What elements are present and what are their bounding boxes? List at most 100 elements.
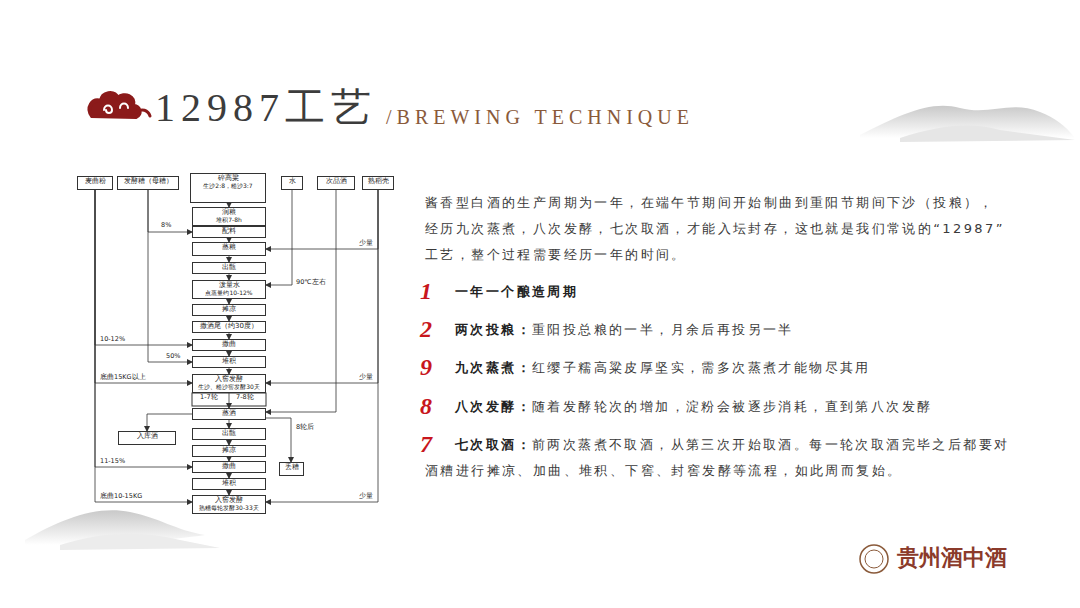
box-label: 撒曲: [195, 463, 263, 471]
round-label: 7-8轮: [236, 394, 254, 401]
process-box: 水: [281, 176, 303, 190]
flow-arrow: [95, 190, 192, 502]
box-note: 点蒸量约10-12%: [195, 290, 263, 297]
box-label: 麦曲粉: [80, 178, 110, 186]
callout-number: 1: [420, 278, 432, 304]
box-label: 入窖发酵: [195, 497, 263, 505]
item-body: 随着发酵轮次的增加，淀粉会被逐步消耗，直到第八次发酵: [532, 399, 932, 414]
process-box: 丢糟: [279, 462, 304, 476]
flow-arrow: [148, 190, 192, 232]
item-row: 一年一个酿造周期: [455, 279, 578, 305]
process-box: 入窖发酵生沙、糙沙窖发酵30天: [192, 374, 266, 393]
box-label: 堆积: [195, 480, 263, 488]
item-row: 九次蒸煮：红缨子糯高粱皮厚坚实，需多次蒸煮才能物尽其用: [455, 355, 871, 381]
process-box: 碎高粱生沙2:8，糙沙3:7: [190, 173, 266, 203]
box-note: 堆积7-8h: [195, 217, 263, 224]
edge-label: 8%: [160, 222, 172, 229]
process-box: 熟稻壳: [362, 176, 394, 190]
item-body: 红缨子糯高粱皮厚坚实，需多次蒸煮才能物尽其用: [532, 360, 871, 375]
item-heading: 八次发酵：: [455, 399, 532, 414]
flow-arrow: [148, 190, 192, 362]
edge-label: 90℃左右: [295, 279, 327, 286]
process-box: 撒曲: [192, 339, 266, 351]
process-box: 撒曲: [192, 461, 266, 473]
item-heading: 一年一个酿造周期: [455, 284, 578, 299]
flow-arrow: [266, 190, 378, 383]
flow-arrow: [266, 190, 292, 285]
box-label: 发酵糟（母糟）: [120, 178, 176, 186]
brand-logo: 贵州酒中酒: [897, 543, 1007, 573]
process-box: 蒸粮: [192, 242, 266, 256]
box-note: 生沙2:8，糙沙3:7: [193, 183, 263, 190]
box-label: 熟稻壳: [365, 178, 391, 186]
edge-label: 8轮后: [295, 424, 315, 431]
title: 12987工艺: [155, 80, 377, 135]
logo-circle: [865, 550, 883, 568]
process-box: 入库酒: [118, 431, 176, 445]
box-label: 泼量水: [195, 282, 263, 290]
process-box: 发酵糟（母糟）: [117, 176, 179, 190]
edge-label: 少量: [358, 240, 374, 247]
callout-number: 2: [420, 316, 432, 342]
cloud-icon: [90, 93, 150, 117]
flow-arrow: [147, 414, 192, 431]
flow-arrow: [95, 190, 192, 467]
edge-label: 10-12%: [99, 336, 126, 343]
mountain: [900, 126, 1075, 142]
box-label: 撒曲: [195, 341, 263, 349]
box-label: 蒸粮: [195, 244, 263, 252]
edge-label: 11-15%: [99, 458, 126, 465]
flow-arrow: [266, 190, 378, 249]
process-box: 泼量水点蒸量约10-12%: [192, 280, 266, 299]
item-heading: 七次取酒：: [455, 437, 532, 452]
callout-number: 7: [420, 431, 432, 457]
process-box: 堆积: [192, 478, 266, 490]
box-label: 摊凉: [195, 447, 263, 455]
flow-arrow: [229, 393, 230, 408]
flow-arrow: [95, 190, 192, 345]
process-box: 摊凉: [192, 445, 266, 457]
flow-arrow: [266, 418, 291, 462]
process-box: 润粮堆积7-8h: [192, 207, 266, 226]
process-box: 出甑: [192, 262, 266, 274]
box-label: 入窖发酵: [195, 376, 263, 384]
paragraph: 酱香型白酒的生产周期为一年，在端午节期间开始制曲到重阳节期间下沙（投粮），经历九…: [425, 190, 1010, 268]
process-box: 配料: [192, 226, 266, 238]
box-label: 次品酒: [320, 178, 352, 186]
logo-circle: [860, 545, 888, 573]
box-label: 配料: [195, 228, 263, 236]
box-label: 水: [284, 178, 300, 186]
process-box: 入窖发酵熟糟每轮发酵30-33天: [192, 495, 266, 514]
box-label: 丢糟: [282, 464, 301, 472]
mountain: [60, 534, 220, 550]
process-box: 蒸酒: [192, 408, 266, 420]
box-label: 润粮: [195, 209, 263, 217]
box-label: 碎高粱: [193, 175, 263, 183]
item-body: 重阳投总粮的一半，月余后再投另一半: [532, 322, 794, 337]
box-note: 生沙、糙沙窖发酵30天: [195, 384, 263, 391]
edge-label: 底曲15KG以上: [99, 374, 147, 381]
box-label: 出甑: [195, 264, 263, 272]
edge-label: 50%: [165, 353, 181, 360]
process-box: 次品酒: [317, 176, 355, 190]
process-box: 撒酒尾（约30度）: [192, 321, 266, 333]
item-heading: 两次投粮：: [455, 322, 532, 337]
flow-arrow: [266, 190, 378, 502]
box-label: 摊凉: [195, 306, 263, 314]
process-box: 麦曲粉: [77, 176, 113, 190]
flow-arrow: [229, 420, 230, 428]
box-label: 堆积: [195, 358, 263, 366]
box-label: 撒酒尾（约30度）: [195, 323, 263, 331]
process-box: 出甑: [192, 428, 266, 440]
process-box: 堆积: [192, 356, 266, 368]
callout-number: 8: [420, 393, 432, 419]
item-heading: 九次蒸煮：: [455, 360, 532, 375]
flow-arrow: [266, 190, 336, 412]
process-box: 摊凉: [192, 304, 266, 316]
item-row: 八次发酵：随着发酵轮次的增加，淀粉会被逐步消耗，直到第八次发酵: [455, 394, 932, 420]
box-label: 蒸酒: [195, 410, 263, 418]
item-row: 两次投粮：重阳投总粮的一半，月余后再投另一半: [455, 317, 794, 343]
box-note: 熟糟每轮发酵30-33天: [195, 505, 263, 512]
edge-label: 少量: [358, 374, 374, 381]
round-label: 1-7轮: [200, 394, 218, 401]
